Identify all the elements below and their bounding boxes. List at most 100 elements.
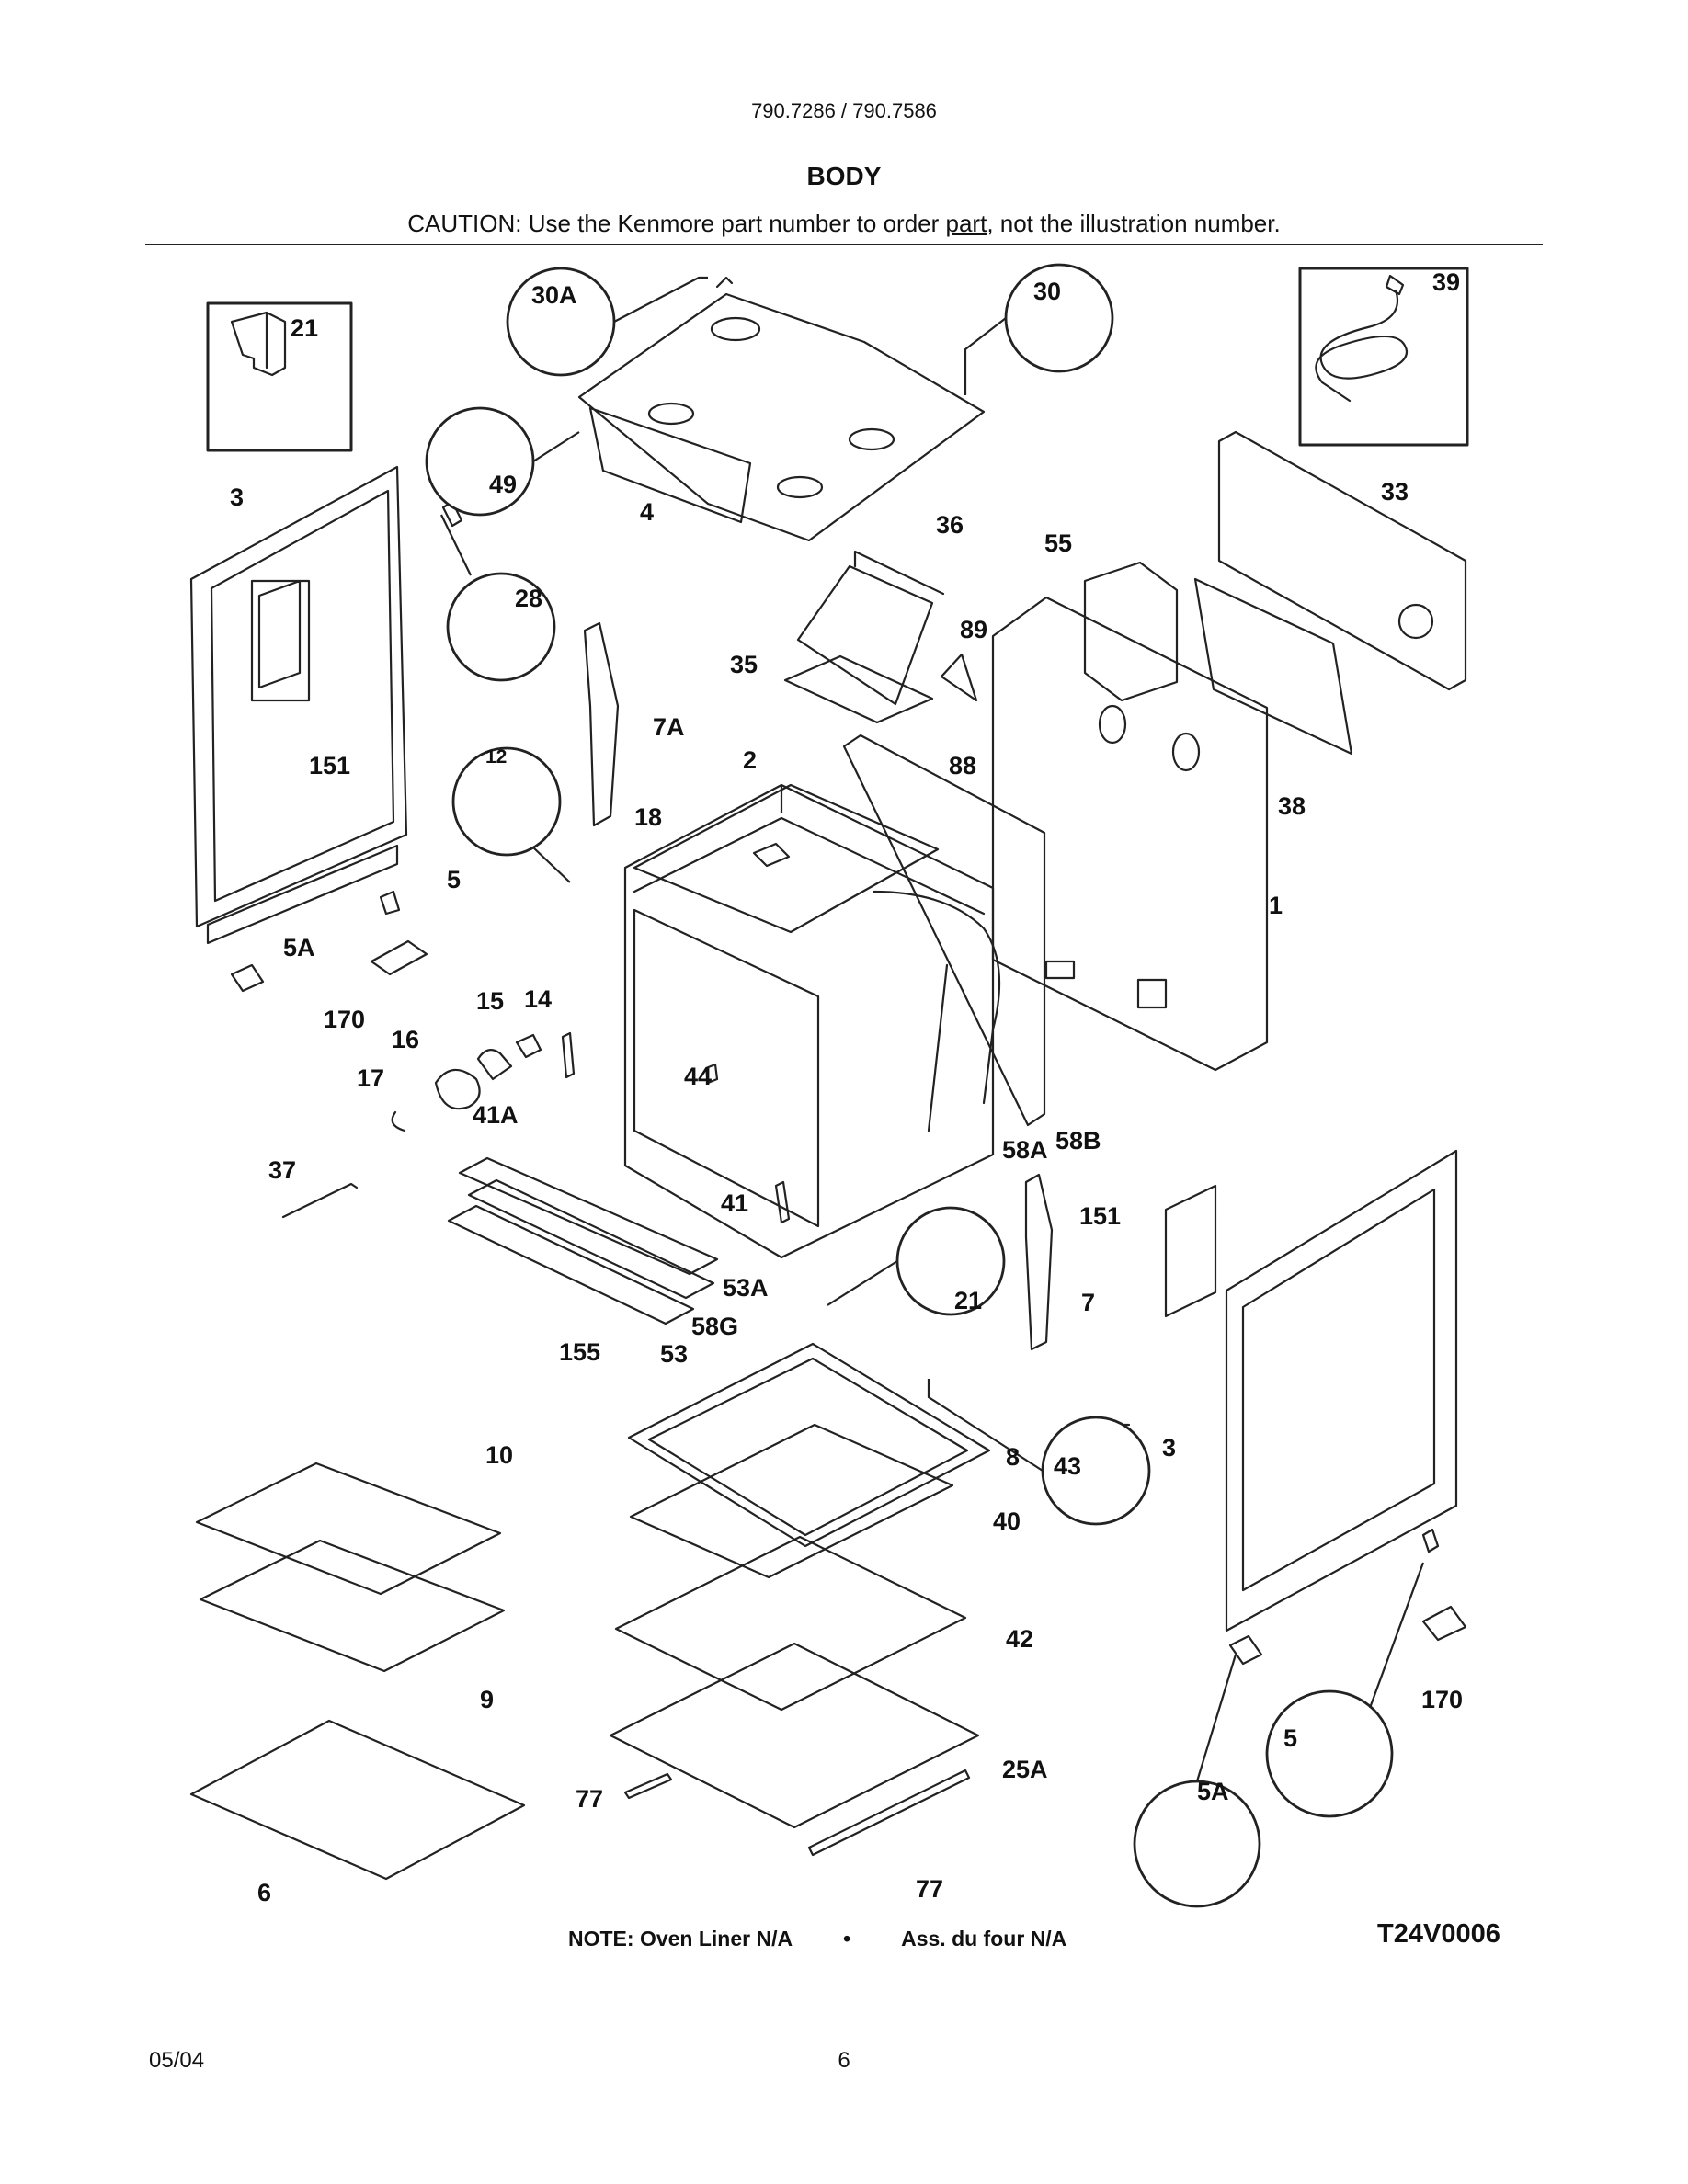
page-number: 6 [838, 2048, 850, 2073]
part-1-back-panel [991, 596, 1269, 1072]
section-title: BODY [806, 162, 882, 190]
part-17-wire [391, 1110, 406, 1132]
part-44-clip [704, 1063, 719, 1085]
callout-21-circle: 21 [954, 1287, 982, 1314]
callout-21: 21 [291, 314, 318, 342]
callout-170-right: 170 [1421, 1686, 1463, 1713]
callout-151-right: 151 [1079, 1202, 1121, 1230]
callout-14: 14 [524, 985, 552, 1013]
callout-39: 39 [1432, 268, 1460, 296]
part-9-broiler-pan [199, 1539, 506, 1673]
part-39-power-cord [1315, 289, 1408, 403]
part-36-flue-duct [796, 550, 945, 706]
leader-line [532, 431, 580, 462]
callout-5-circle: 5 [1283, 1724, 1297, 1752]
callout-4: 4 [640, 498, 654, 526]
part-40-heat-deflector [629, 1423, 954, 1579]
callout-49: 49 [489, 471, 517, 498]
part-37-sensor [281, 1182, 359, 1219]
callout-43: 43 [1054, 1452, 1081, 1480]
part-55-bracket [1083, 561, 1179, 702]
part-33-heat-shield [1217, 430, 1467, 691]
caution-prefix: CAUTION: Use the Kenmore part number to … [407, 210, 946, 237]
callout-5: 5 [447, 866, 461, 893]
part-53A-vent-trim [458, 1156, 719, 1276]
part-14-socket [515, 1033, 542, 1059]
note-english: NOTE: Oven Liner N/A [568, 1927, 793, 1951]
part-16-lens [434, 1068, 481, 1110]
part-3-side-panel-left [189, 465, 408, 928]
callout-40: 40 [993, 1507, 1021, 1535]
callout-35: 35 [730, 651, 758, 678]
part-5-leveling-leg-right [1421, 1528, 1440, 1553]
callout-30: 30 [1033, 278, 1061, 305]
oven-liner-note: NOTE: Oven Liner N/A•Ass. du four N/A [568, 1927, 1066, 1951]
part-53-vent [467, 1178, 715, 1300]
callout-circle-28 [446, 572, 556, 682]
part-41A-clip [561, 1031, 576, 1079]
caution-text: CAUTION: Use the Kenmore part number to … [0, 210, 1688, 238]
part-25A-bottom-shield [609, 1642, 980, 1829]
callout-155: 155 [559, 1338, 600, 1366]
note-bullet: • [843, 1927, 851, 1951]
callout-88: 88 [949, 752, 976, 779]
callout-44: 44 [684, 1063, 712, 1090]
callout-circle-5 [1265, 1689, 1394, 1818]
callout-3-right: 3 [1162, 1434, 1176, 1462]
callout-38: 38 [1278, 792, 1306, 820]
callout-25A: 25A [1002, 1756, 1048, 1783]
callout-2: 2 [743, 746, 757, 774]
inset-box-21 [206, 301, 353, 452]
part-41-clip [774, 1180, 791, 1224]
leader-line [964, 317, 1007, 395]
part-3-side-panel-right [1225, 1149, 1458, 1632]
part-5-leveling-leg-left [379, 890, 401, 916]
part-170-bracket-right [1421, 1605, 1467, 1642]
callout-89: 89 [960, 616, 987, 643]
leader-line [927, 1379, 1044, 1472]
callout-53A: 53A [723, 1274, 769, 1302]
callout-170: 170 [324, 1006, 365, 1033]
callout-41A: 41A [473, 1101, 519, 1129]
callout-circle-49 [425, 406, 535, 517]
part-21-end-cap [230, 311, 287, 377]
leader-line [613, 276, 708, 323]
part-77-slide-left [623, 1772, 673, 1800]
part-2-top-baffle [633, 783, 940, 934]
inset-box-39 [1298, 267, 1469, 447]
leader-line [440, 514, 472, 576]
leader-line [532, 847, 571, 883]
callout-58B: 58B [1055, 1127, 1101, 1155]
callout-3: 3 [230, 483, 244, 511]
callout-circle-12 [451, 746, 562, 857]
callout-5A: 5A [283, 934, 315, 961]
drawing-code: T24V0006 [1377, 1919, 1500, 1949]
part-38-panel [1193, 577, 1353, 756]
part-77-slide-right [807, 1769, 971, 1857]
part-18-lamp-socket [752, 842, 791, 868]
exploded-parts-diagram: 21 30A 30 39 49 4 3 28 151 36 33 55 89 3… [189, 263, 1469, 1908]
part-7A-hinge [583, 621, 620, 827]
callout-16: 16 [392, 1026, 419, 1053]
callout-151: 151 [309, 752, 350, 779]
callout-1: 1 [1269, 892, 1283, 919]
part-42-burner-shield [614, 1535, 967, 1712]
caution-underlined-word: part [945, 210, 987, 237]
callout-9: 9 [480, 1686, 494, 1713]
callout-7: 7 [1081, 1289, 1095, 1316]
callout-36: 36 [936, 511, 964, 539]
callout-10: 10 [485, 1441, 513, 1469]
callout-42: 42 [1006, 1625, 1033, 1653]
revision-date: 05/04 [149, 2048, 205, 2073]
callout-58G: 58G [691, 1313, 738, 1340]
callout-5A-circle: 5A [1197, 1778, 1229, 1805]
callout-77: 77 [576, 1785, 603, 1813]
part-170-bracket-left [370, 939, 428, 976]
part-8-oven-bottom [627, 1342, 991, 1548]
callout-58A: 58A [1002, 1136, 1048, 1164]
part-15-bulb [476, 1049, 513, 1081]
callout-55: 55 [1044, 529, 1072, 557]
part-151-bracket-right [1164, 1184, 1217, 1318]
part-5A-bracket-right [1228, 1634, 1263, 1666]
header-divider [145, 244, 1543, 245]
